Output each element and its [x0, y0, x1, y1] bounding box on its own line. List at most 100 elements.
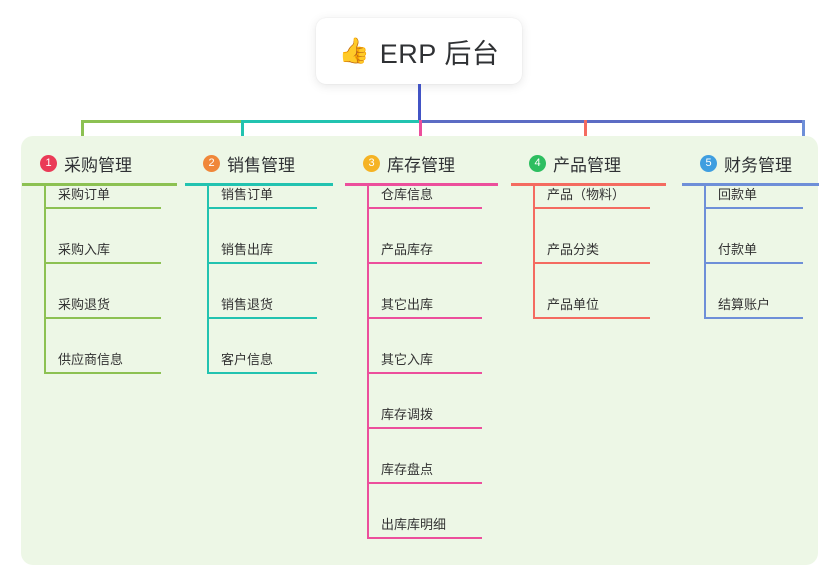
menu-item-rule [533, 317, 650, 319]
menu-item-rule [704, 207, 803, 209]
menu-item-label: 库存调拨 [381, 407, 434, 422]
menu-item-label: 结算账户 [718, 297, 771, 312]
menu-item-rule [207, 317, 317, 319]
column-title-4: 产品管理 [553, 155, 621, 175]
menu-item-label: 回款单 [718, 187, 758, 202]
menu-item-label: 采购订单 [58, 187, 111, 202]
menu-item-label: 客户信息 [221, 352, 274, 367]
menu-item-label: 采购退货 [58, 297, 111, 312]
column-4: 4 产品管理 [511, 150, 666, 186]
column-header-rule-2 [185, 183, 333, 186]
menu-item[interactable]: 库存调拨 [367, 404, 482, 429]
menu-item[interactable]: 回款单 [704, 184, 803, 209]
menu-item[interactable]: 结算账户 [704, 294, 803, 319]
menu-item-label: 其它出库 [381, 297, 434, 312]
menu-item-rule [367, 427, 482, 429]
menu-item[interactable]: 仓库信息 [367, 184, 482, 209]
menu-item[interactable]: 产品（物料） [533, 184, 650, 209]
menu-item-label: 产品库存 [381, 242, 434, 257]
page-title: ERP 后台 [379, 38, 500, 69]
column-header-3[interactable]: 3 库存管理 [345, 150, 498, 176]
column-header-5[interactable]: 5 财务管理 [682, 150, 819, 176]
menu-item[interactable]: 产品单位 [533, 294, 650, 319]
menu-item[interactable]: 产品库存 [367, 239, 482, 264]
menu-item-rule [44, 317, 161, 319]
column-trunk-1 [44, 186, 46, 373]
menu-item-rule [44, 262, 161, 264]
column-trunk-4 [533, 186, 535, 318]
menu-item-label: 其它入库 [381, 352, 434, 367]
menu-item-label: 产品分类 [547, 242, 600, 257]
menu-item-rule [704, 262, 803, 264]
menu-item-label: 采购入库 [58, 242, 111, 257]
column-badge-4: 4 [529, 154, 546, 172]
menu-item[interactable]: 销售订单 [207, 184, 317, 209]
menu-item[interactable]: 采购订单 [44, 184, 161, 209]
column-trunk-3 [367, 186, 369, 538]
menu-item-rule [367, 317, 482, 319]
column-title-1: 采购管理 [64, 155, 132, 175]
column-trunk-5 [704, 186, 706, 318]
menu-item[interactable]: 销售退货 [207, 294, 317, 319]
menu-item-rule [207, 262, 317, 264]
menu-item-rule [367, 537, 482, 539]
menu-item-label: 供应商信息 [58, 352, 124, 367]
menu-item-rule [533, 262, 650, 264]
menu-item-rule [367, 207, 482, 209]
menu-item[interactable]: 库存盘点 [367, 459, 482, 484]
menu-item-rule [533, 207, 650, 209]
column-header-2[interactable]: 2 销售管理 [185, 150, 333, 176]
menu-item-rule [367, 262, 482, 264]
column-header-rule-1 [22, 183, 177, 186]
menu-item[interactable]: 其它出库 [367, 294, 482, 319]
menu-item-rule [44, 372, 161, 374]
column-header-4[interactable]: 4 产品管理 [511, 150, 666, 176]
bus-segment-1 [81, 120, 241, 123]
column-1: 1 采购管理 [22, 150, 177, 186]
root-connector-stem [418, 84, 421, 122]
menu-item-label: 付款单 [718, 242, 758, 257]
column-header-rule-4 [511, 183, 666, 186]
menu-item-rule [367, 372, 482, 374]
thumbs-up-icon: 👍 [338, 36, 370, 65]
menu-item-label: 销售订单 [221, 187, 274, 202]
menu-item-label: 产品单位 [547, 297, 600, 312]
menu-item[interactable]: 出库库明细 [367, 514, 482, 539]
column-badge-1: 1 [40, 154, 57, 172]
menu-item-rule [367, 482, 482, 484]
menu-item-rule [207, 207, 317, 209]
menu-item-label: 产品（物料） [547, 187, 626, 202]
column-badge-2: 2 [203, 154, 220, 172]
menu-item-rule [207, 372, 317, 374]
menu-item[interactable]: 其它入库 [367, 349, 482, 374]
menu-item-label: 库存盘点 [381, 462, 434, 477]
column-title-2: 销售管理 [227, 155, 295, 175]
menu-item-rule [704, 317, 803, 319]
column-2: 2 销售管理 [185, 150, 333, 186]
column-header-rule-5 [682, 183, 819, 186]
menu-item-rule [44, 207, 161, 209]
menu-item[interactable]: 客户信息 [207, 349, 317, 374]
menu-item[interactable]: 销售出库 [207, 239, 317, 264]
column-badge-5: 5 [700, 154, 717, 172]
column-5: 5 财务管理 [682, 150, 819, 186]
column-header-1[interactable]: 1 采购管理 [22, 150, 177, 176]
menu-item[interactable]: 供应商信息 [44, 349, 161, 374]
root-title-card[interactable]: 👍 ERP 后台 [316, 18, 522, 84]
bus-segment-2 [241, 120, 419, 123]
column-title-5: 财务管理 [724, 155, 792, 175]
menu-item-label: 出库库明细 [381, 517, 447, 532]
menu-item[interactable]: 产品分类 [533, 239, 650, 264]
menu-item[interactable]: 付款单 [704, 239, 803, 264]
column-badge-3: 3 [363, 154, 380, 172]
column-header-rule-3 [345, 183, 498, 186]
menu-item[interactable]: 采购退货 [44, 294, 161, 319]
column-title-3: 库存管理 [387, 155, 455, 175]
menu-item[interactable]: 采购入库 [44, 239, 161, 264]
menu-item-label: 销售出库 [221, 242, 274, 257]
column-trunk-2 [207, 186, 209, 373]
menu-item-label: 仓库信息 [381, 187, 434, 202]
menu-item-label: 销售退货 [221, 297, 274, 312]
column-3: 3 库存管理 [345, 150, 498, 186]
bus-segment-4 [419, 120, 804, 123]
